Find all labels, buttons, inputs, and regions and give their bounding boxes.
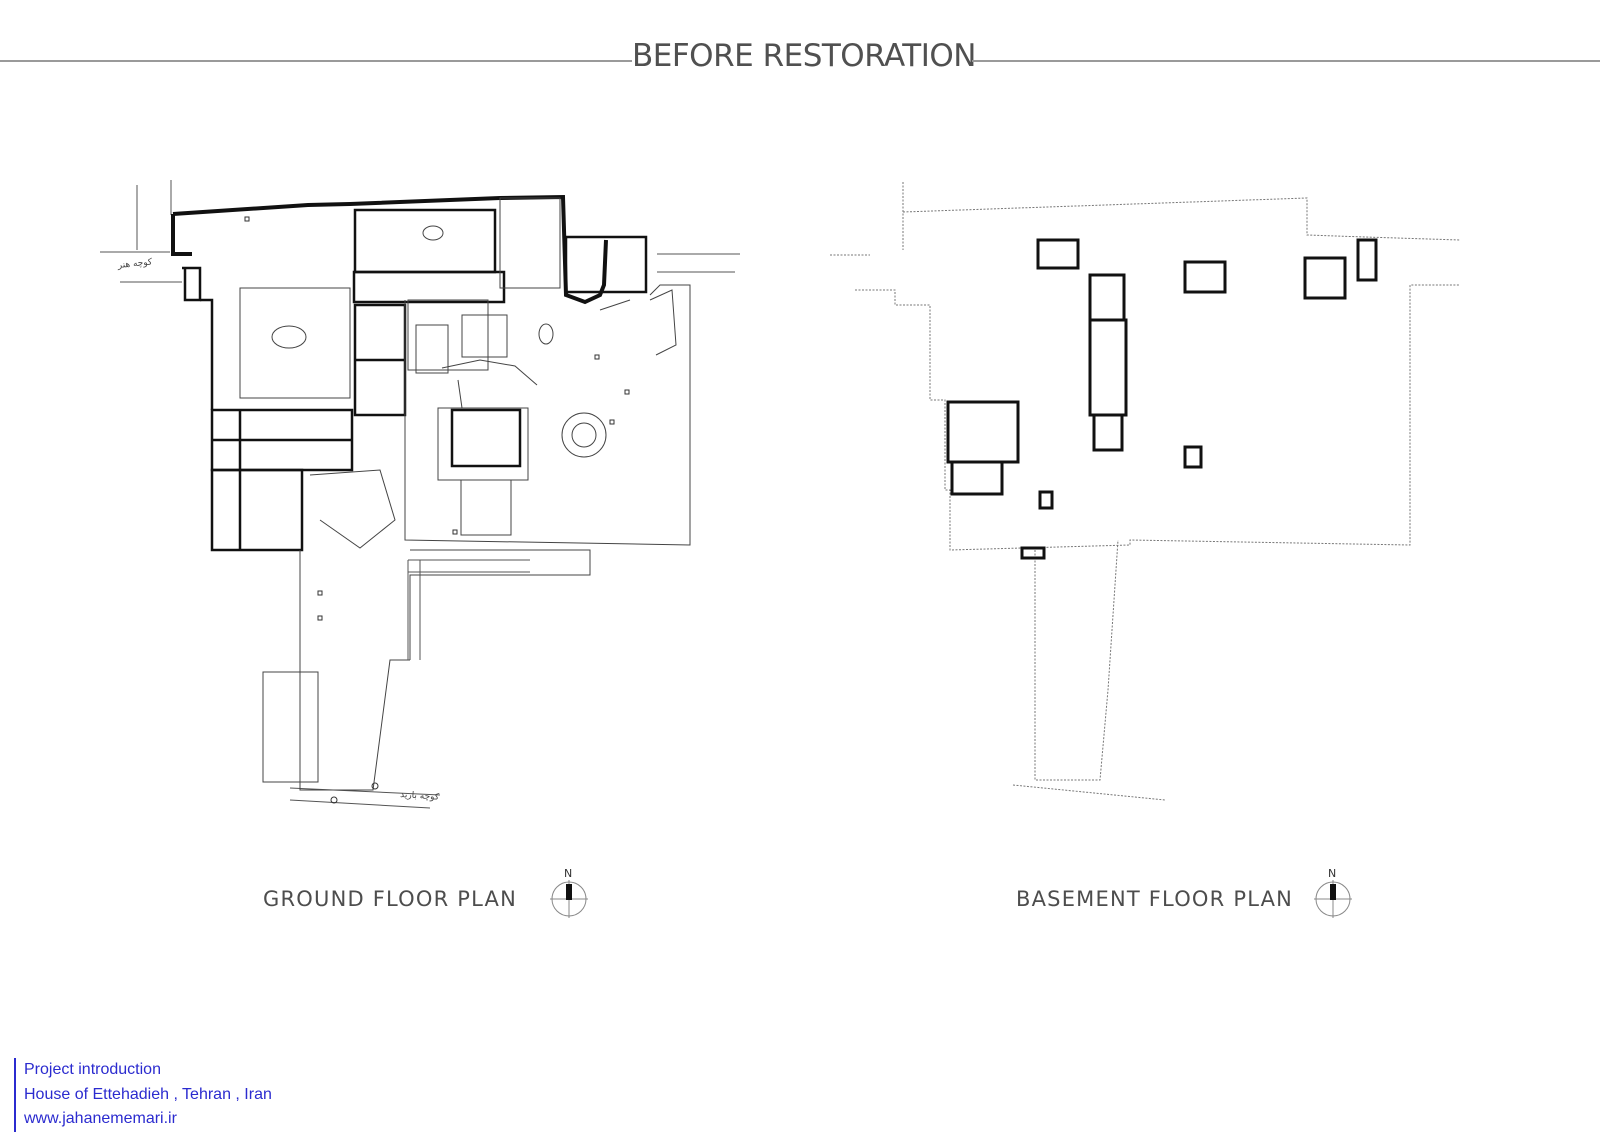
header-rule-right xyxy=(972,60,1600,62)
footer-info: Project introduction House of Ettehadieh… xyxy=(14,1058,272,1132)
basement-site-outline xyxy=(830,182,1461,801)
ground-floor-plan-label: GROUND FLOOR PLAN xyxy=(263,887,517,911)
footer-project-intro: Project introduction xyxy=(24,1061,161,1078)
ground-walls xyxy=(182,208,648,552)
street-label-top: کوچه هنر xyxy=(116,257,153,271)
page-header: BEFORE RESTORATION xyxy=(0,36,1600,84)
north-letter-ground: N xyxy=(564,867,573,880)
ground-column-markers xyxy=(244,216,630,804)
north-letter-basement: N xyxy=(1328,867,1337,880)
street-lines xyxy=(100,180,740,809)
ground-thin-lines xyxy=(239,197,691,791)
basement-rooms xyxy=(946,238,1378,560)
north-arrow-basement-icon xyxy=(1314,880,1352,918)
ground-hatch xyxy=(407,559,530,660)
footer-project-name: House of Ettehadieh , Tehran , Iran xyxy=(24,1085,272,1103)
ground-floor-plan xyxy=(100,180,740,809)
page-title: BEFORE RESTORATION xyxy=(632,38,976,74)
header-rule-left xyxy=(0,60,632,62)
basement-floor-plan xyxy=(830,182,1461,801)
north-arrow-ground-icon xyxy=(550,880,588,918)
street-label-bottom: کوچه بارید xyxy=(400,790,440,803)
ground-main-building xyxy=(171,194,608,305)
footer-website-link[interactable]: www.jahanememari.ir xyxy=(24,1110,177,1127)
basement-floor-plan-label: BASEMENT FLOOR PLAN xyxy=(1016,887,1294,911)
